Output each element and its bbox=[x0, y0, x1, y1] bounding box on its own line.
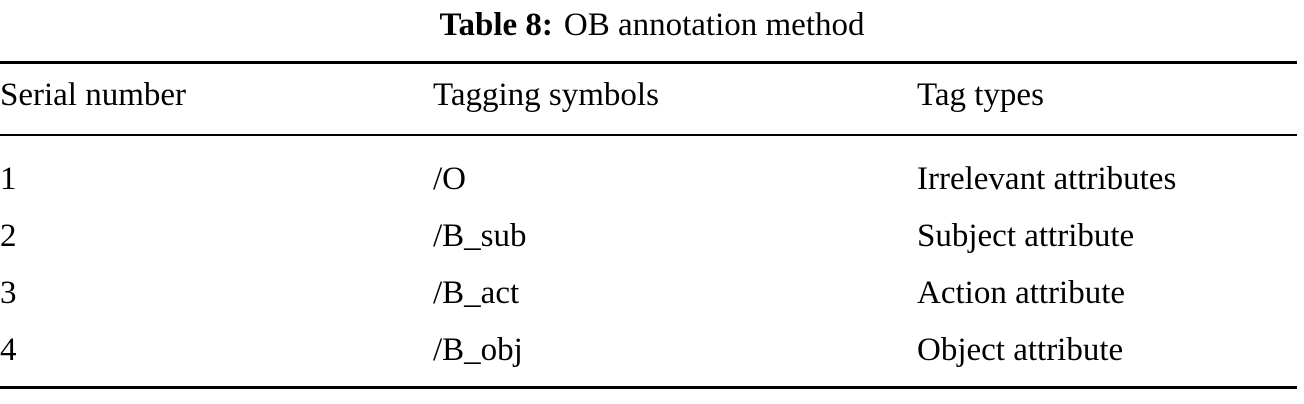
table-caption-text: OB annotation method bbox=[563, 7, 865, 43]
table-row: 3 /B_act Action attribute bbox=[0, 269, 1304, 326]
table-caption: Table 8: OB annotation method bbox=[0, 0, 1304, 56]
table-row: 4 /B_obj Object attribute bbox=[0, 326, 1304, 383]
column-header-serial-number: Serial number bbox=[0, 77, 187, 113]
column-header-tagging-symbols: Tagging symbols bbox=[433, 77, 659, 113]
cell-tagging-symbol: /B_obj bbox=[433, 332, 523, 368]
cell-tag-type: Object attribute bbox=[917, 332, 1124, 368]
cell-serial-number: 4 bbox=[0, 332, 17, 368]
table-header-row: Serial number Tagging symbols Tag types bbox=[0, 71, 1304, 128]
cell-tag-type: Subject attribute bbox=[917, 218, 1135, 254]
table-header-rule bbox=[0, 134, 1297, 136]
cell-tagging-symbol: /B_sub bbox=[433, 218, 527, 254]
cell-tagging-symbol: /B_act bbox=[433, 275, 520, 311]
table-top-rule bbox=[0, 61, 1297, 64]
cell-serial-number: 3 bbox=[0, 275, 17, 311]
table-row: 2 /B_sub Subject attribute bbox=[0, 212, 1304, 269]
cell-serial-number: 2 bbox=[0, 218, 17, 254]
table-caption-label: Table 8: bbox=[439, 7, 553, 43]
cell-tagging-symbol: /O bbox=[433, 161, 466, 197]
table-bottom-rule bbox=[0, 386, 1297, 389]
table-row: 1 /O Irrelevant attributes bbox=[0, 155, 1304, 212]
cell-tag-type: Action attribute bbox=[917, 275, 1126, 311]
column-header-tag-types: Tag types bbox=[917, 77, 1044, 113]
cell-serial-number: 1 bbox=[0, 161, 17, 197]
cell-tag-type: Irrelevant attributes bbox=[917, 161, 1177, 197]
